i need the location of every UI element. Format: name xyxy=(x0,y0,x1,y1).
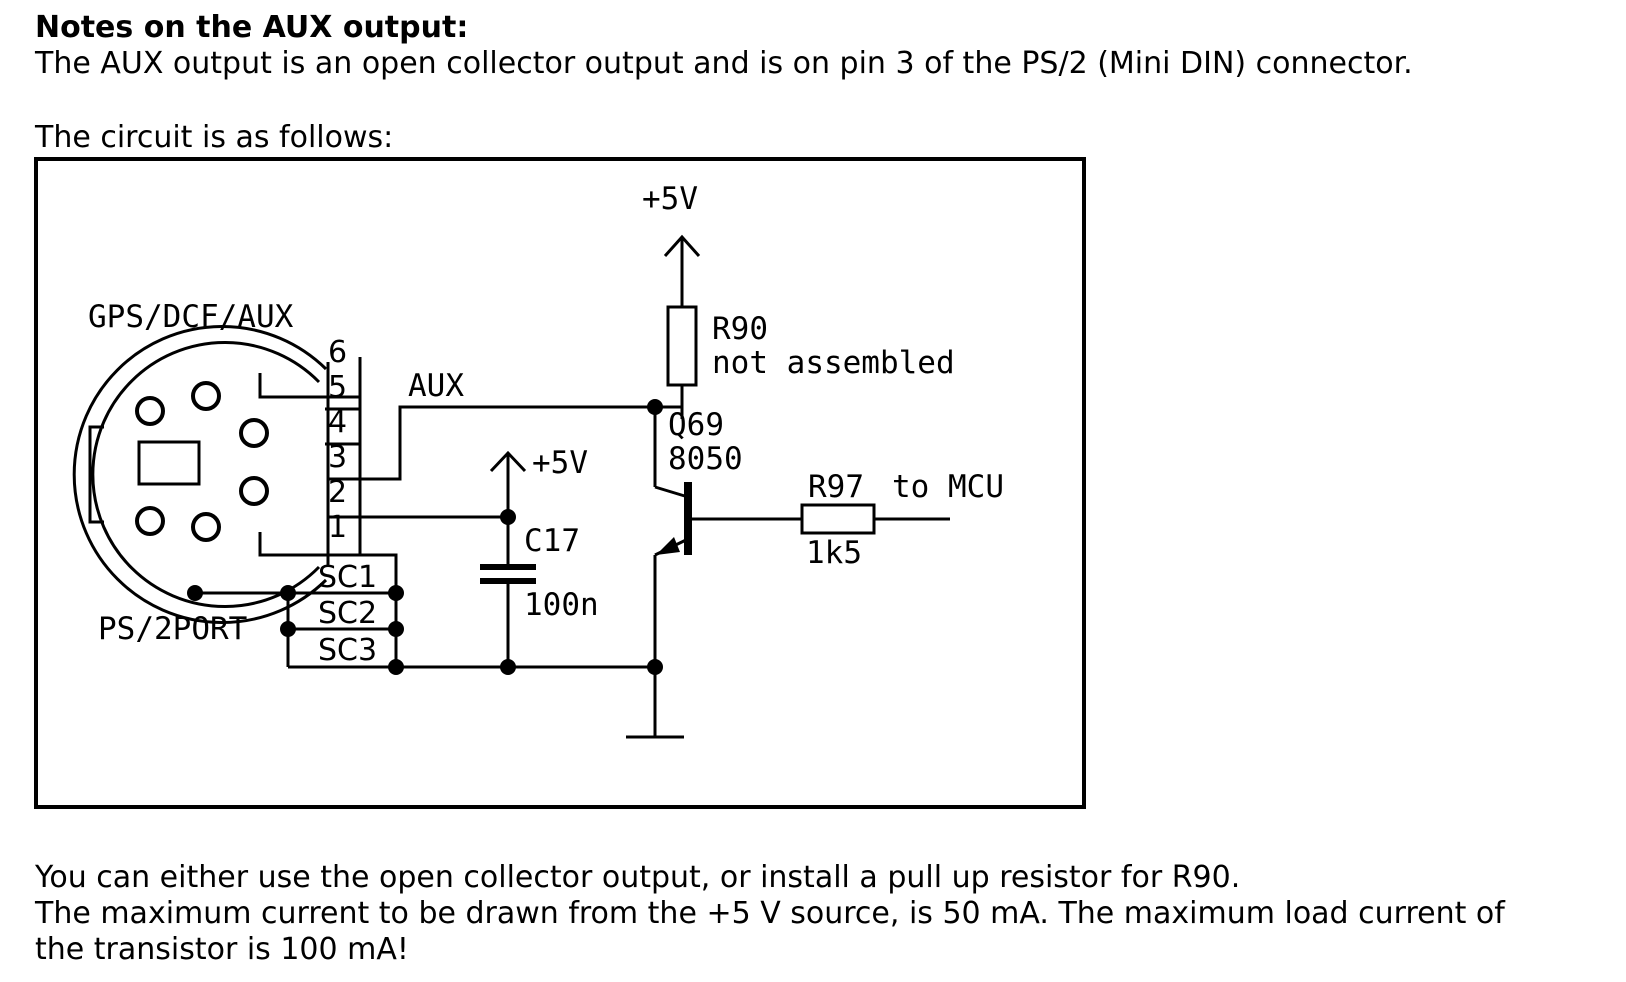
r97-dest-label: to MCU xyxy=(892,469,1004,505)
ground-junction-emitter xyxy=(647,659,663,675)
supply-arrow-icon xyxy=(663,234,701,289)
shield-label-sc3: SC3 xyxy=(318,633,377,668)
note-paragraph-1: You can either use the open collector ou… xyxy=(35,860,1241,895)
pin-label-2: 2 xyxy=(328,475,347,510)
notes-heading: Notes on the AUX output: xyxy=(35,10,469,45)
pin-label-3: 3 xyxy=(328,440,347,475)
c17-capacitor-icon xyxy=(480,517,536,667)
c17-ref-label: C17 xyxy=(524,523,580,559)
q69-value-label: 8050 xyxy=(668,441,743,477)
c17-value-label: 100n xyxy=(524,587,599,623)
aux-net-wire xyxy=(360,405,682,481)
r97-value-label: 1k5 xyxy=(806,535,862,571)
note-paragraph-2: The maximum current to be drawn from the… xyxy=(35,896,1505,931)
port-label: PS/2PORT xyxy=(98,611,247,647)
schematic-border xyxy=(34,157,1086,809)
pin-label-1: 1 xyxy=(328,510,347,545)
ps2-connector-icon xyxy=(72,325,328,624)
q69-ref-label: Q69 xyxy=(668,407,724,443)
pin-label-4: 4 xyxy=(328,405,347,440)
note-paragraph-3: the transistor is 100 mA! xyxy=(35,932,409,967)
q69-transistor-icon xyxy=(626,407,802,739)
circuit-schematic: +5V R90 not assembled GPS/DCF/AUX 6 5 4 … xyxy=(34,157,1086,809)
intro-paragraph: The AUX output is an open collector outp… xyxy=(35,46,1413,81)
r90-resistor xyxy=(666,305,698,387)
cap-supply-arrow-icon xyxy=(489,450,527,517)
r97-ref-label: R97 xyxy=(808,469,864,505)
aux-net-label: AUX xyxy=(408,368,464,404)
ground-junction-cap xyxy=(500,659,516,675)
circuit-intro-text: The circuit is as follows: xyxy=(35,120,394,155)
r90-ref-label: R90 xyxy=(712,311,768,347)
r97-resistor xyxy=(800,503,876,535)
shield-label-sc1: SC1 xyxy=(318,560,377,595)
supply-top-label: +5V xyxy=(642,181,698,217)
pin-label-6: 6 xyxy=(328,335,347,370)
shield-label-sc2: SC2 xyxy=(318,596,377,631)
cap-supply-label: +5V xyxy=(532,445,588,481)
r90-note-label: not assembled xyxy=(712,345,955,381)
pin-label-5: 5 xyxy=(328,370,347,405)
